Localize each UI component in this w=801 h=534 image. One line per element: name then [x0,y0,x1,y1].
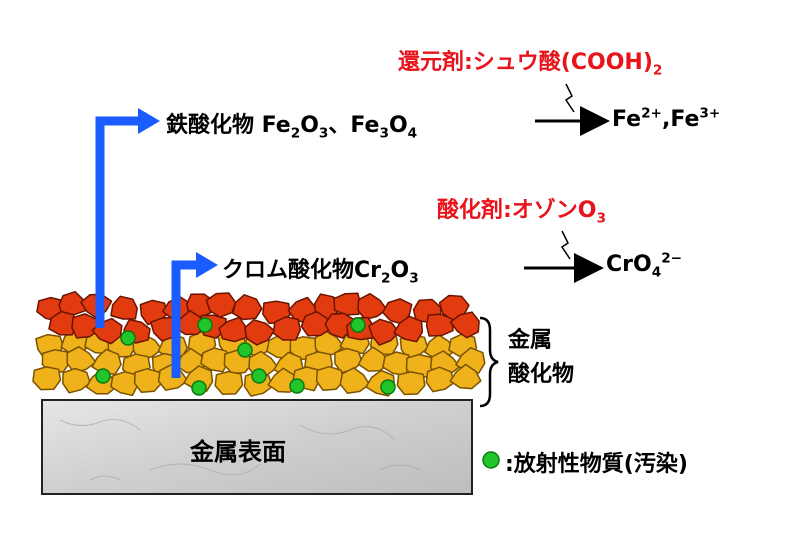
radioactive-particle [192,381,206,395]
radioactive-particle [198,318,212,332]
metal-oxide-label-line2: 酸化物 [508,356,574,388]
blue-arrowhead-chromium [196,252,218,278]
radioactive-particle [238,343,252,357]
reagent-action-icon-2 [562,231,570,259]
inner-oxide-grain [426,367,454,391]
iron-ions-label: Fe2+,Fe3+ [612,107,720,132]
metal-oxide-label-line1: 金属 [508,322,552,354]
inner-oxide-grain [111,372,138,396]
inner-oxide-grain [135,369,162,392]
iron-oxide-label: 鉄酸化物 Fe2O3、Fe3O4 [166,107,417,139]
outer-oxide-grain [233,295,262,320]
legend-dot-icon [483,452,499,468]
outer-oxide-grain [111,296,137,319]
inner-oxide-grain [317,367,344,391]
radioactive-particle [121,331,135,345]
outer-oxide-grain [358,294,387,320]
outer-oxide-grain [206,293,235,317]
outer-oxide-grain [427,314,453,336]
inner-oxide-grain [33,367,60,390]
radioactive-particle [351,318,365,332]
radioactive-particle [252,369,266,383]
radioactive-particle [290,379,304,393]
chromate-label: CrO42− [606,252,682,277]
outer-oxide-grain [334,293,360,315]
reagent-action-icon-1 [566,84,574,112]
chromium-oxide-label: クロム酸化物Cr2O3 [222,252,419,284]
outer-oxide-grain [273,317,300,340]
metal-surface-label: 金属表面 [190,432,286,467]
reducer-label: 還元剤:シュウ酸(COOH)2 [398,44,662,76]
blue-arrowhead-iron [138,108,160,134]
inner-oxide-grain [397,372,424,395]
inner-oxide-grain [340,368,369,393]
legend-text: :放射性物質(汚染) [505,446,688,478]
radioactive-particle [381,380,395,394]
radioactive-particle [96,369,110,383]
inner-oxide-grain [63,369,90,393]
inner-oxide-grain [215,372,242,395]
oxidizer-label: 酸化剤:オゾンO3 [437,192,606,224]
